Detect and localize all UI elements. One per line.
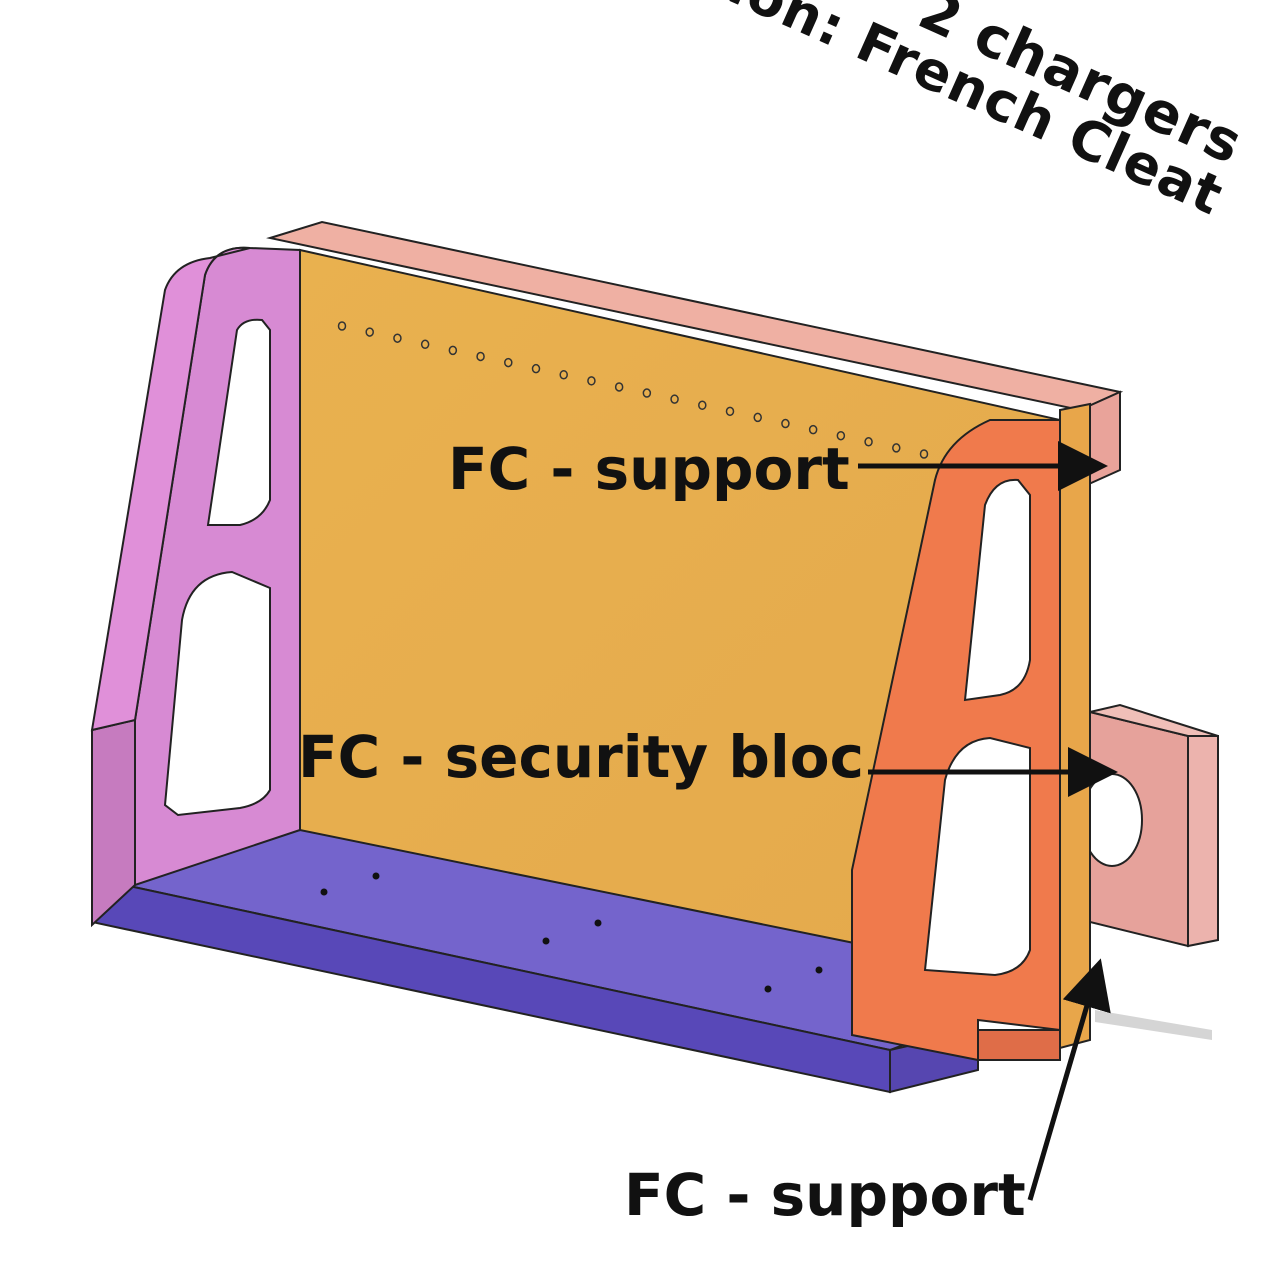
mounting-hole	[919, 449, 929, 459]
cleat-shadow	[1095, 1010, 1212, 1040]
callout-fc-support-top: FC - support	[448, 435, 850, 503]
mounting-hole	[642, 388, 652, 398]
mounting-hole	[808, 424, 818, 435]
mounting-hole	[420, 339, 430, 350]
mounting-hole	[504, 357, 513, 368]
mounting-hole	[587, 376, 596, 386]
mounting-hole	[670, 394, 679, 404]
mounting-hole	[836, 430, 846, 441]
mounting-hole	[614, 382, 624, 392]
mounting-hole	[531, 363, 541, 374]
mounting-hole	[725, 406, 735, 417]
mounting-hole	[337, 321, 347, 331]
security-bloc-cleat	[1081, 703, 1219, 948]
callout-fc-security-bloc: FC - security bloc	[298, 723, 865, 791]
mounting-holes	[337, 321, 929, 459]
mounting-hole	[559, 370, 568, 380]
mounting-hole	[753, 412, 762, 423]
callout-fc-support-bottom: FC - support	[624, 1161, 1026, 1229]
arrow-bottom	[1027, 958, 1111, 1201]
mounting-hole	[864, 437, 873, 447]
mounting-hole	[476, 351, 485, 362]
mounting-hole	[365, 327, 374, 337]
mounting-hole	[892, 443, 901, 453]
mounting-hole	[698, 400, 707, 410]
mounting-hole	[393, 333, 402, 343]
mounting-hole	[448, 345, 458, 356]
right-bracket	[851, 402, 1091, 1062]
left-bracket	[90, 246, 301, 928]
mounting-hole	[781, 418, 790, 429]
